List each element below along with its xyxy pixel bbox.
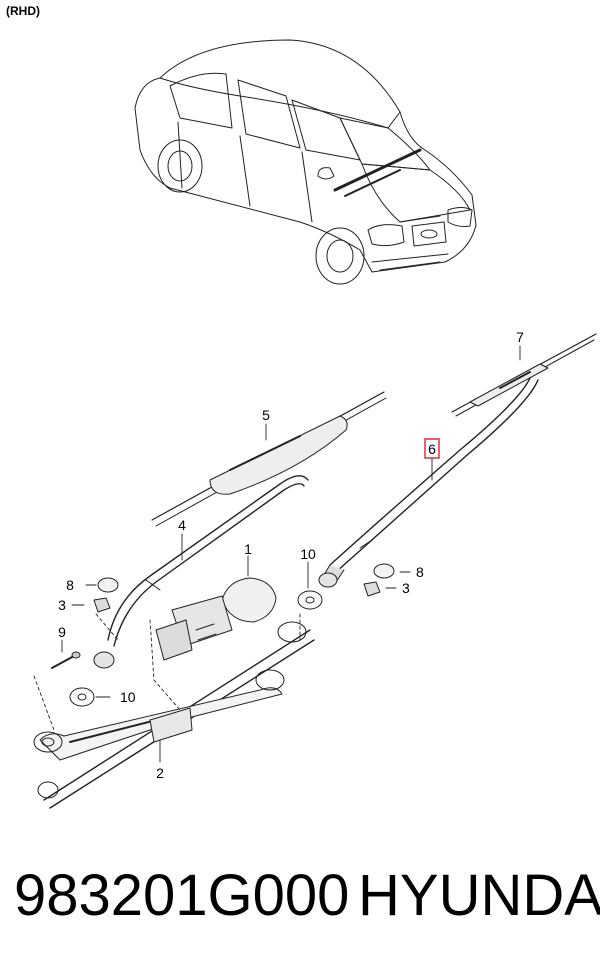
wiper-parts-diagram: 7 5 4 1 10 8 3 8 3 9 10 2 6 bbox=[33, 39, 597, 809]
washer-10-right bbox=[297, 590, 323, 610]
callout-8-right: 8 bbox=[416, 564, 424, 580]
cap-8-right bbox=[373, 563, 395, 579]
callout-8-left: 8 bbox=[66, 577, 74, 593]
bolt-9 bbox=[51, 651, 81, 669]
wiper-linkage-2 bbox=[33, 621, 315, 809]
footer: 983201G000 HYUNDAI bbox=[0, 862, 600, 962]
callout-9: 9 bbox=[58, 624, 66, 640]
nut-3-left bbox=[93, 597, 111, 613]
callout-7: 7 bbox=[516, 329, 524, 345]
pivot-nut-left bbox=[93, 651, 115, 669]
callout-5: 5 bbox=[262, 407, 270, 423]
callout-2: 2 bbox=[156, 765, 164, 781]
cap-8-left bbox=[97, 577, 119, 593]
callout-10-right: 10 bbox=[300, 546, 316, 562]
wiper-blade-7 bbox=[451, 333, 597, 417]
pivot-nut-right bbox=[318, 572, 338, 588]
part-number: 983201G000 bbox=[14, 863, 350, 928]
callout-4: 4 bbox=[178, 517, 186, 533]
brand-name: HYUNDAI bbox=[358, 863, 600, 928]
callout-3-left: 3 bbox=[58, 597, 66, 613]
car-illustration bbox=[134, 39, 477, 285]
callout-6-highlight: 6 bbox=[424, 438, 440, 459]
callout-leaders bbox=[61, 345, 521, 763]
wiper-arm-6 bbox=[321, 377, 539, 583]
wiper-blade-5 bbox=[151, 391, 387, 527]
wiper-arm-4 bbox=[107, 475, 309, 647]
callout-6: 6 bbox=[428, 441, 436, 457]
nut-3-right bbox=[363, 581, 381, 597]
washer-10-left bbox=[69, 687, 95, 707]
dashed-guides bbox=[33, 613, 301, 731]
callout-10-left: 10 bbox=[120, 689, 136, 705]
callout-3-right: 3 bbox=[402, 580, 410, 596]
variant-label: (RHD) bbox=[6, 4, 40, 18]
callout-1: 1 bbox=[244, 541, 252, 557]
wiper-motor-1 bbox=[155, 577, 277, 661]
